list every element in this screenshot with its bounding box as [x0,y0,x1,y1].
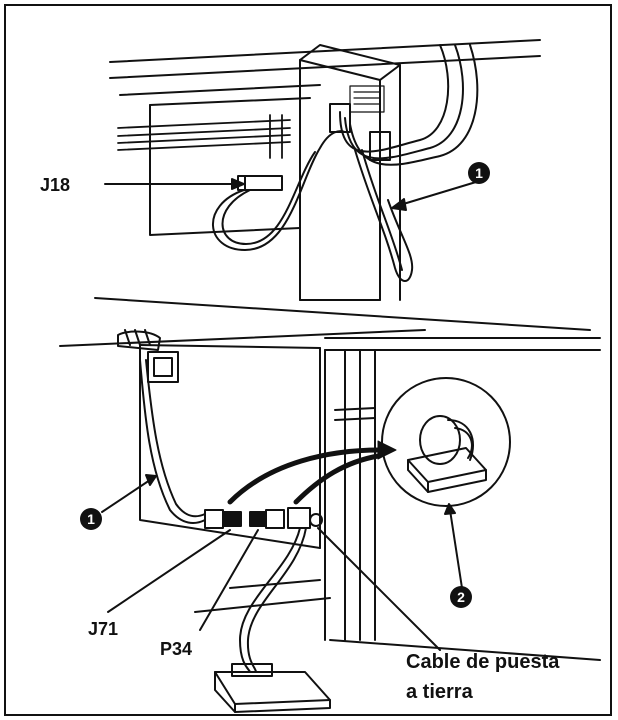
top-connector-j18 [237,175,283,191]
top-cabinet-box [299,44,401,301]
label-j71: J71 [88,619,119,639]
leader-p34 [199,529,259,631]
top-vent-grille [349,85,385,113]
leader-clamp [444,503,463,589]
top-motor-cable [212,130,414,282]
bottom-cable-bundle [117,329,161,351]
label-ground-cable-line2: a tierra [406,681,473,703]
leader-ground [317,527,441,651]
leader-j71 [107,529,231,613]
leader-cable-bottom [101,474,157,513]
marker-cable-top: 1 [468,162,490,184]
top-rails [117,114,291,159]
floor-lines [194,579,601,661]
label-j18: J18 [40,175,71,195]
top-mounting-plate [149,97,311,236]
top-arrow-j18 [104,178,245,190]
bottom-table-leg [324,349,376,641]
pedal-cable [239,527,307,673]
marker-clamp: 2 [450,586,472,608]
top-arrow-cable [391,181,477,211]
marker-cable-bottom: 1 [80,508,102,530]
arrow-to-clamp-1 [227,440,397,505]
bottom-table-edge [59,297,601,351]
foot-pedal [214,663,331,713]
arrow-to-clamp-2 [293,453,381,505]
top-cable-bundle [329,44,479,166]
bottom-motor-cable [139,359,206,524]
connector-p34 [249,509,285,529]
diagram-frame [4,4,612,716]
label-ground-cable-line1: Cable de puesta [406,651,560,673]
label-p34: P34 [160,639,193,659]
connector-j71 [204,509,242,529]
clamp-detail-circle [381,377,511,507]
ground-cable-clamp [287,507,323,529]
